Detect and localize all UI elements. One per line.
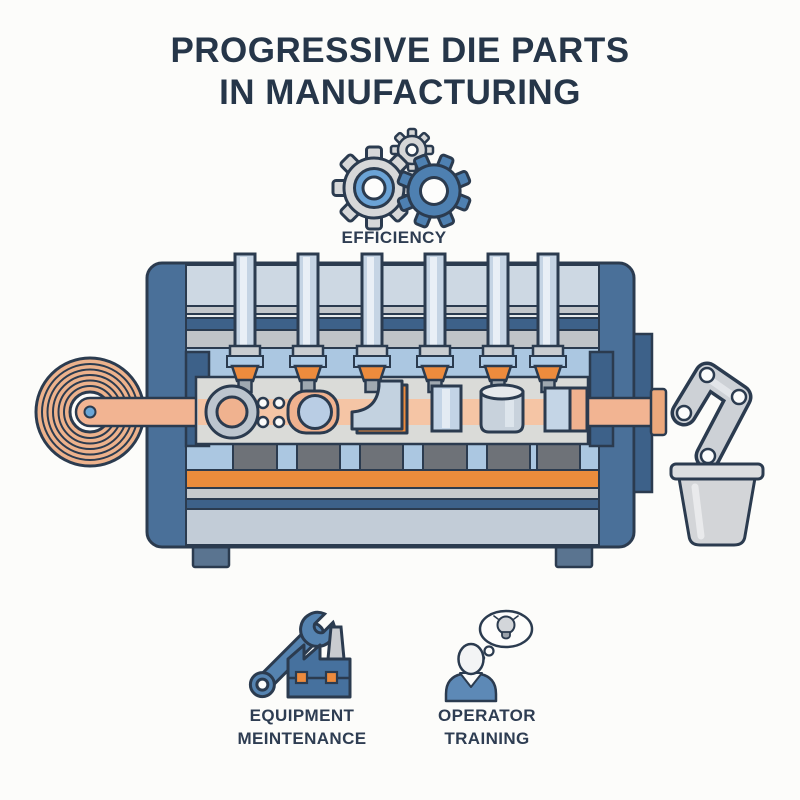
station-trimmed (430, 384, 463, 433)
stamped-part-linkage (670, 361, 753, 470)
lightbulb-icon (493, 615, 519, 640)
station-washer (204, 384, 260, 440)
wrench-factory-icon (248, 610, 352, 699)
die-stations (204, 379, 589, 440)
person-icon (444, 642, 498, 703)
title-line-1: PROGRESSIVE DIE PARTS (170, 31, 630, 70)
lower-die-blocks (232, 443, 581, 471)
blue-gear-icon (396, 153, 472, 229)
collection-bucket (669, 462, 765, 547)
training-label-line-1: OPERATOR (438, 706, 536, 725)
station-formed-bracket (350, 379, 409, 435)
double-gears-icon (331, 127, 472, 231)
maintenance-label: EQUIPMENT MEINTENANCE (182, 704, 422, 750)
coil-pivot (83, 405, 97, 419)
factory-window (324, 670, 339, 685)
station-final-part (543, 386, 589, 433)
exit-flange (649, 387, 668, 437)
maintenance-label-line-1: EQUIPMENT (249, 706, 355, 725)
station-drawn-cup (479, 383, 525, 434)
station-pilot-holes (256, 396, 286, 429)
title-line-2: IN MANUFACTURING (219, 73, 581, 112)
page-title: PROGRESSIVE DIE PARTS IN MANUFACTURING (0, 30, 800, 114)
metal-strip-exit (586, 396, 656, 428)
training-label: OPERATOR TRAINING (367, 704, 607, 750)
factory-window (294, 670, 309, 685)
person-lightbulb-icon (444, 609, 534, 703)
metal-strip-entry (74, 396, 212, 428)
large-gear-icon (331, 145, 417, 231)
chimney-icon (326, 625, 346, 661)
training-label-line-2: TRAINING (444, 729, 530, 748)
efficiency-label: EFFICIENCY (341, 228, 447, 247)
station-blank (286, 389, 340, 435)
maintenance-label-line-2: MEINTENANCE (237, 729, 367, 748)
